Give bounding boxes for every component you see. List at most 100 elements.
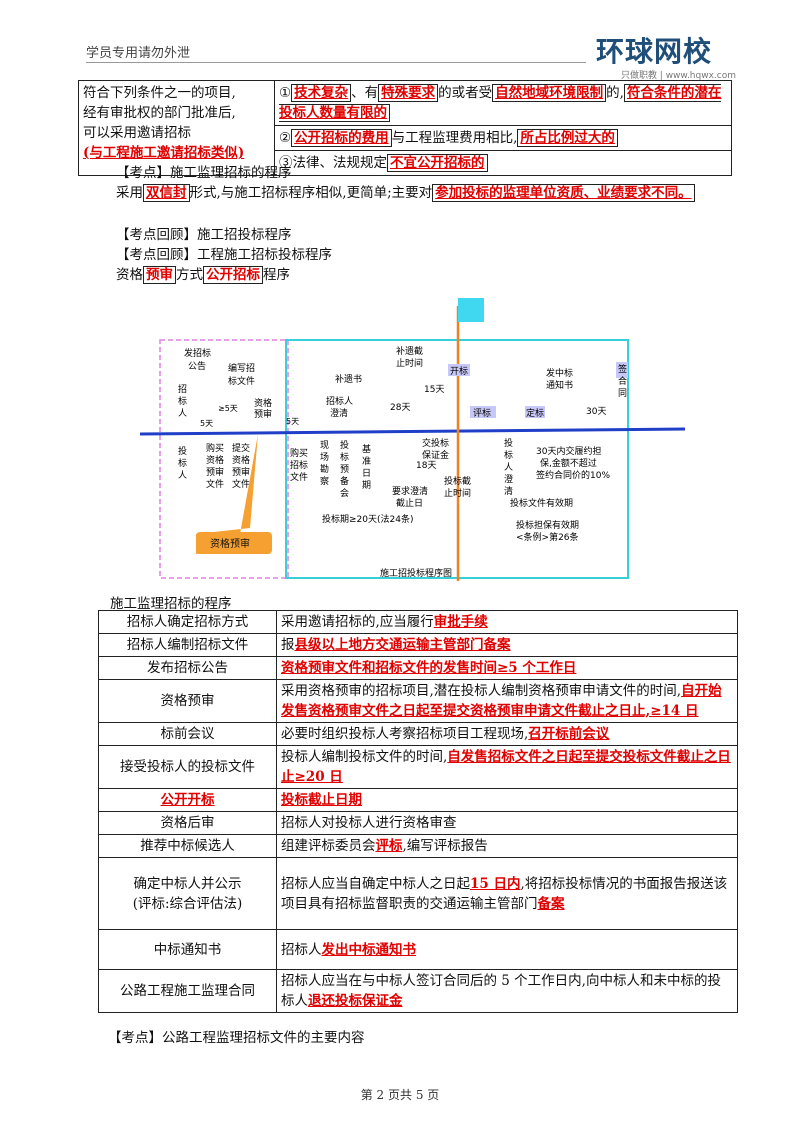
svg-text:补遗书: 补遗书 (335, 373, 362, 385)
svg-text:清: 清 (504, 485, 513, 497)
svg-text:30天: 30天 (586, 407, 606, 417)
svg-text:发招标: 发招标 (184, 347, 211, 359)
header-rule (86, 62, 586, 63)
logo-subtitle: 只做职教 | www.hqwx.com (620, 71, 736, 81)
svg-text:止时间: 止时间 (396, 357, 423, 369)
table-row: 资格后审 招标人对投标人进行资格审查 (98, 811, 738, 835)
timeline-axis (140, 427, 686, 436)
svg-text:30天内交履约担: 30天内交履约担 (536, 445, 601, 457)
table-row: 公开开标 投标截止日期 (98, 788, 738, 812)
prequal-callout (196, 532, 272, 554)
header-note: 学员专用请勿外泄 (86, 46, 191, 61)
table-row: 发布招标公告 资格预审文件和招标文件的发售时间≥5 个工作日 (98, 656, 738, 680)
svg-text:定标: 定标 (526, 407, 544, 419)
svg-text:预审: 预审 (206, 466, 224, 478)
kd1-title: 【考点】施工监理招标的程序 (116, 165, 292, 181)
svg-text:开标: 开标 (450, 365, 468, 377)
svg-text:资格: 资格 (206, 454, 224, 466)
svg-text:投标期≥20天(法24条): 投标期≥20天(法24条) (322, 513, 413, 525)
svg-text:投: 投 (504, 437, 513, 449)
svg-text:截止日: 截止日 (396, 497, 423, 509)
left-line-3: 可以采用邀请招标 (83, 125, 191, 141)
svg-text:标: 标 (504, 449, 513, 461)
svg-text:投标担保有效期: 投标担保有效期 (516, 519, 579, 531)
svg-text:文件: 文件 (290, 471, 308, 483)
svg-text:招: 招 (178, 383, 187, 395)
page-header: 学员专用请勿外泄 环球网校 只做职教 | www.hqwx.com (86, 35, 736, 81)
table-row: 招标人确定招标方式 采用邀请招标的,应当履行审批手续 (98, 610, 738, 634)
logo-text: 环球网校 (596, 35, 713, 68)
flag-icon (458, 298, 484, 322)
svg-text:≥5天: ≥5天 (218, 404, 238, 413)
svg-text:编写招: 编写招 (228, 362, 255, 374)
svg-text:察: 察 (320, 475, 329, 487)
table-row: 公路工程施工监理合同 招标人应当在与中标人签订合同后的 5 个工作日内,向中标人… (98, 969, 738, 1013)
table-row: 确定中标人并公示(评标:综合评估法) 招标人应当自确定中标人之日起15 日内,将… (98, 857, 738, 930)
svg-text:签约合同价的10%: 签约合同价的10% (536, 469, 610, 481)
kd-section: 【考点】施工监理招标的程序 采用双信封形式,与施工招标程序相似,更简单;主要对参… (84, 163, 734, 285)
svg-text:场: 场 (320, 452, 329, 463)
svg-text:<条例>第26条: <条例>第26条 (516, 531, 579, 543)
svg-text:18天: 18天 (416, 461, 436, 471)
table-row: 推荐中标候选人 组建评标委员会评标,编写评标报告 (98, 834, 738, 858)
kd2-title: 【考点回顾】施工招投标程序 (116, 227, 292, 243)
svg-text:5天: 5天 (200, 419, 213, 428)
svg-text:预审: 预审 (254, 408, 272, 420)
svg-text:基: 基 (362, 443, 371, 455)
svg-text:资格预审: 资格预审 (210, 537, 250, 550)
svg-text:补遗截: 补遗截 (396, 345, 423, 357)
svg-text:标: 标 (178, 395, 187, 407)
table-row: 标前会议 必要时组织投标人考察招标项目工程现场,召开标前会议 (98, 722, 738, 746)
svg-text:施工招投标程序图: 施工招投标程序图 (380, 567, 452, 579)
svg-text:止时间: 止时间 (444, 487, 471, 499)
brand-logo: 环球网校 只做职教 | www.hqwx.com (596, 30, 736, 81)
svg-text:预审: 预审 (232, 466, 250, 478)
svg-text:通知书: 通知书 (546, 379, 573, 391)
table-row: 资格预审 采用资格预审的招标项目,潜在投标人编制资格预审申请文件的时间,自开始发… (98, 679, 738, 723)
conditions-table: 符合下列条件之一的项目, 经有审批权的部门批准后, 可以采用邀请招标 (与工程施… (78, 80, 732, 176)
svg-text:日: 日 (362, 468, 371, 479)
svg-text:招标: 招标 (290, 459, 308, 471)
svg-text:28天: 28天 (390, 403, 410, 413)
table-caption: 施工监理招标的程序 (110, 596, 232, 612)
svg-text:投标截: 投标截 (444, 475, 471, 487)
svg-text:预: 预 (340, 464, 349, 475)
table-row: 招标人编制招标文件 报县级以上地方交通运输主管部门备案 (98, 633, 738, 657)
procedure-table: 招标人确定招标方式 采用邀请招标的,应当履行审批手续 招标人编制招标文件 报县级… (98, 610, 738, 1013)
svg-text:发中标: 发中标 (546, 367, 573, 379)
svg-text:现: 现 (320, 440, 329, 451)
table-row: 中标通知书 招标人发出中标通知书 (98, 929, 738, 970)
svg-text:人: 人 (178, 470, 187, 481)
svg-text:合: 合 (618, 375, 627, 387)
svg-text:招标人: 招标人 (326, 395, 353, 407)
svg-text:澄: 澄 (504, 473, 513, 485)
table-row: 接受投标人的投标文件 投标人编制投标文件的时间,自发售招标文件之日起至提交投标文… (98, 745, 738, 789)
page-number: 第 2 页共 5 页 (360, 1088, 440, 1102)
svg-text:同: 同 (618, 388, 627, 399)
bidding-procedure-diagram: 发招标 公告 编写招 标文件 资格 预审 招 标 人 投 标 人 5天 ≥5天 … (140, 298, 686, 581)
svg-text:公告: 公告 (188, 360, 206, 372)
svg-text:资格: 资格 (232, 454, 250, 466)
svg-text:期: 期 (362, 480, 371, 491)
svg-text:购买: 购买 (206, 442, 224, 454)
svg-text:要求澄清: 要求澄清 (392, 485, 428, 497)
svg-text:交投标: 交投标 (422, 437, 449, 449)
svg-text:投标文件有效期: 投标文件有效期 (510, 497, 573, 509)
svg-text:文件: 文件 (206, 478, 224, 490)
left-red-note: (与工程施工邀请招标类似) (83, 145, 245, 161)
left-line-1: 符合下列条件之一的项目, (83, 85, 236, 101)
svg-text:提交: 提交 (232, 442, 250, 454)
conditions-left-cell: 符合下列条件之一的项目, 经有审批权的部门批准后, 可以采用邀请招标 (与工程施… (78, 80, 275, 176)
svg-text:15天: 15天 (424, 385, 444, 395)
svg-text:标: 标 (178, 457, 187, 469)
svg-text:人: 人 (178, 408, 187, 419)
kd3-title: 【考点回顾】工程施工招标投标程序 (116, 247, 332, 263)
svg-text:签: 签 (618, 363, 627, 375)
prequal-dashed-box (159, 339, 289, 579)
svg-text:投: 投 (340, 439, 349, 451)
svg-text:保证金: 保证金 (422, 449, 449, 461)
svg-text:会: 会 (340, 487, 349, 499)
svg-text:评标: 评标 (473, 407, 491, 419)
kd4-line: 资格预审方式公开招标程序 (116, 266, 290, 284)
